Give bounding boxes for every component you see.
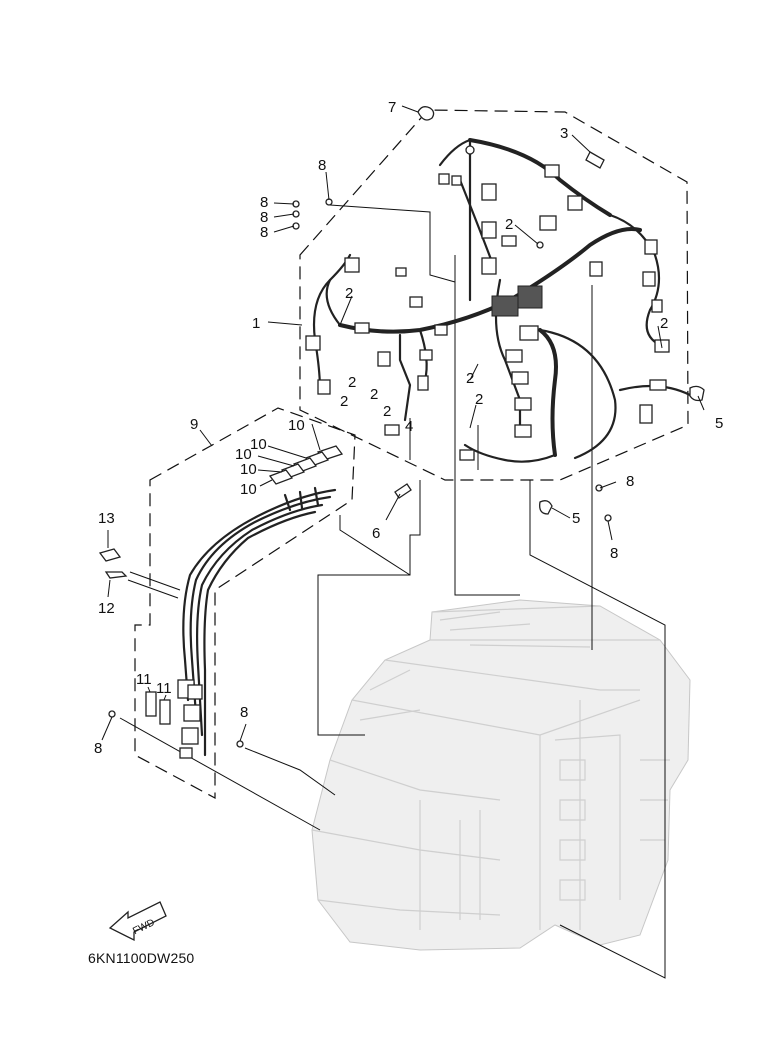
part-5-clamp-upper [689,385,705,402]
sub-wiring-harness [182,486,337,757]
group-outline-sub-harness [134,407,356,800]
diagram-code: 6KN1100DW250 [88,950,194,966]
callout-7: 7 [388,99,396,116]
fwd-arrow: FWD [108,901,167,942]
main-wiring-harness [312,138,692,463]
callout-9: 9 [190,416,198,433]
part-11-coupler-b [159,699,171,725]
part-7-grommet [417,106,435,121]
callout-8-a: 8 [260,194,268,211]
callout-11-b: 11 [156,680,172,697]
part-12-clip [104,571,128,579]
callout-5-upper: 5 [715,415,723,432]
callout-2-c: 2 [660,315,668,332]
part-13-cap [98,548,122,562]
engine-block [311,599,691,951]
callout-8-f: 8 [240,704,248,721]
callout-2-g: 2 [370,386,378,403]
part-8-screw-g [108,710,116,718]
main-harness-connectors [305,145,670,461]
callouts: 7 3 8 8 8 8 2 2 1 2 2 2 2 2 2 2 4 5 9 10… [94,99,723,757]
callout-10-c: 10 [235,446,252,463]
callout-6: 6 [372,525,380,542]
callout-2-e: 2 [466,370,474,387]
callout-3: 3 [560,125,568,142]
part-5-clamp-lower [539,500,553,515]
callout-2-a: 2 [505,216,513,233]
parts [98,106,705,748]
callout-2-f: 2 [340,393,348,410]
part-3-cap [585,151,605,169]
part-8-screw-f [604,514,612,522]
sub-harness-connectors [177,679,203,759]
callout-4: 4 [405,418,413,435]
callout-2-d: 2 [348,374,356,391]
part-11-coupler-a [145,691,157,717]
callout-10-a: 10 [288,417,305,434]
callout-1: 1 [252,315,260,332]
callout-11-a: 11 [136,671,152,688]
part-6-tube [394,483,412,499]
callout-12: 12 [98,600,115,617]
part-8-screw-e [595,484,603,492]
callout-2-i: 2 [383,403,391,420]
part-8-screw-h [236,740,244,748]
assembly-leader-lines [119,204,666,979]
callout-8-g: 8 [94,740,102,757]
callout-8-e: 8 [610,545,618,562]
fwd-arrow-icon [108,901,167,942]
callout-2-b: 2 [345,285,353,302]
callout-10-e: 10 [240,481,257,498]
group-outline-main-harness [299,109,689,481]
callout-8-top: 8 [318,157,326,174]
callout-8-c: 8 [260,224,268,241]
callout-8-b: 8 [260,209,268,226]
callout-10-d: 10 [240,461,257,478]
callout-10-b: 10 [250,436,267,453]
callout-2-h: 2 [475,391,483,408]
callout-13: 13 [98,510,115,527]
callout-leaders [101,105,705,742]
callout-8-d: 8 [626,473,634,490]
callout-5-lower: 5 [572,510,580,527]
